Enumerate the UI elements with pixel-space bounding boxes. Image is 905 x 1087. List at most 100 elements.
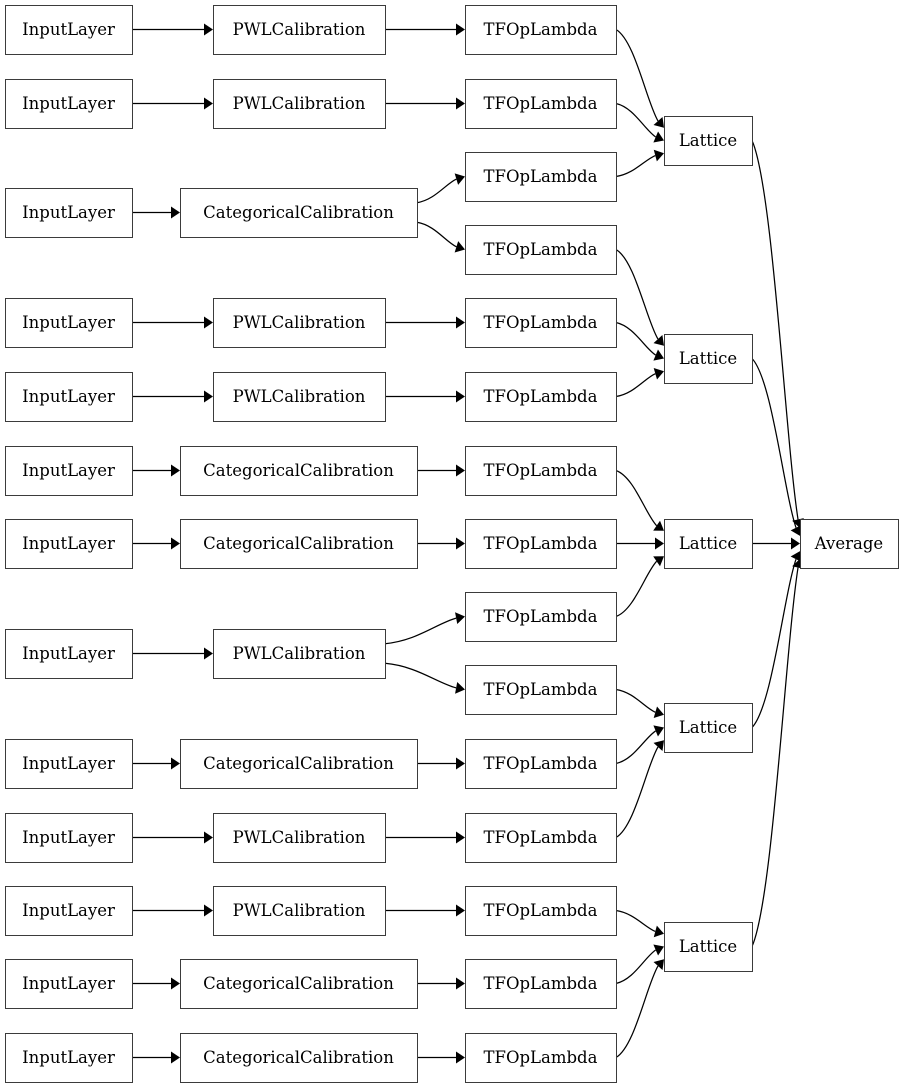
edge-op9-to-lat3 [615,560,658,618]
arrowhead-icon [653,335,664,346]
arrowhead-icon [456,757,465,770]
edge-op1-to-lat1 [615,28,659,122]
node-box [464,4,618,56]
arrowhead-icon [456,977,465,990]
arrowhead-icon [204,97,213,110]
node-box [4,297,134,349]
node-op: TFOpLambda [464,958,618,1010]
node-cat: CategoricalCalibration [179,445,419,497]
node-box [464,738,618,790]
arrowhead-icon [456,464,465,477]
node-pwl: PWLCalibration [212,885,387,937]
node-input: InputLayer [4,445,134,497]
edge-op11-to-lat4 [615,730,657,765]
node-pwl: PWLCalibration [212,78,387,130]
arrowhead-icon [655,537,664,550]
arrowhead-icon [653,944,664,956]
arrowhead-icon [171,977,180,990]
node-box [4,445,134,497]
arrowhead-icon [171,537,180,550]
node-box [4,958,134,1010]
edge-op7-to-lat3 [615,469,658,527]
node-box [4,187,134,239]
arrowhead-icon [171,464,180,477]
arrowhead-icon [653,367,664,380]
node-box [4,518,134,570]
node-pwl: PWLCalibration [212,812,387,864]
node-op: TFOpLambda [464,664,618,716]
node-op: TFOpLambda [464,445,618,497]
arrowhead-icon [454,241,465,253]
node-box [464,151,618,203]
node-lattice: Lattice [663,921,754,973]
node-op: TFOpLambda [464,4,618,56]
node-box [179,187,419,239]
arrowhead-icon [204,831,213,844]
node-input: InputLayer [4,1032,134,1084]
node-box [212,812,387,864]
node-average: Average [799,518,900,570]
node-layer: InputLayerInputLayerInputLayerInputLayer… [4,4,900,1084]
node-op: TFOpLambda [464,591,618,643]
edge-op5-to-lat2 [615,321,657,356]
node-box [663,518,754,570]
node-box [212,297,387,349]
node-op: TFOpLambda [464,1032,618,1084]
node-cat: CategoricalCalibration [179,738,419,790]
node-input: InputLayer [4,738,134,790]
node-cat: CategoricalCalibration [179,958,419,1010]
node-box [464,812,618,864]
edge-op10-to-lat4 [615,688,656,713]
node-lattice: Lattice [663,518,754,570]
node-box [464,664,618,716]
node-op: TFOpLambda [464,885,618,937]
node-input: InputLayer [4,297,134,349]
node-box [4,4,134,56]
node-box [663,333,754,385]
arrowhead-icon [204,904,213,917]
arrowhead-icon [456,390,465,403]
arrowhead-icon [455,681,465,694]
node-cat: CategoricalCalibration [179,187,419,239]
node-input: InputLayer [4,78,134,130]
node-op: TFOpLambda [464,371,618,423]
node-op: TFOpLambda [464,151,618,203]
node-box [663,702,754,754]
node-box [464,445,618,497]
arrowhead-icon [171,757,180,770]
arrowhead-icon [204,390,213,403]
arrowhead-icon [456,23,465,36]
edge-cal3-to-op4 [416,221,457,248]
node-input: InputLayer [4,628,134,680]
node-box [4,371,134,423]
node-pwl: PWLCalibration [212,628,387,680]
node-op: TFOpLambda [464,812,618,864]
node-box [212,78,387,130]
arrowhead-icon [653,959,664,970]
node-lattice: Lattice [663,115,754,167]
node-cat: CategoricalCalibration [179,518,419,570]
arrowhead-icon [456,316,465,329]
arrowhead-icon [653,925,664,938]
node-cat: CategoricalCalibration [179,1032,419,1084]
node-box [179,445,419,497]
edge-lat4-to-avg [751,559,797,728]
node-box [4,885,134,937]
node-box [179,1032,419,1084]
arrowhead-icon [171,1051,180,1064]
arrowhead-icon [456,97,465,110]
node-box [464,958,618,1010]
edge-cal8-to-op9 [384,617,457,645]
edge-op2-to-lat1 [615,102,657,138]
node-box [464,224,618,276]
arrowhead-icon [456,831,465,844]
arrowhead-icon [171,206,180,219]
node-box [799,518,900,570]
node-box [212,371,387,423]
node-box [4,628,134,680]
edge-op3-to-lat1 [615,154,656,178]
node-pwl: PWLCalibration [212,4,387,56]
node-box [663,115,754,167]
node-op: TFOpLambda [464,518,618,570]
